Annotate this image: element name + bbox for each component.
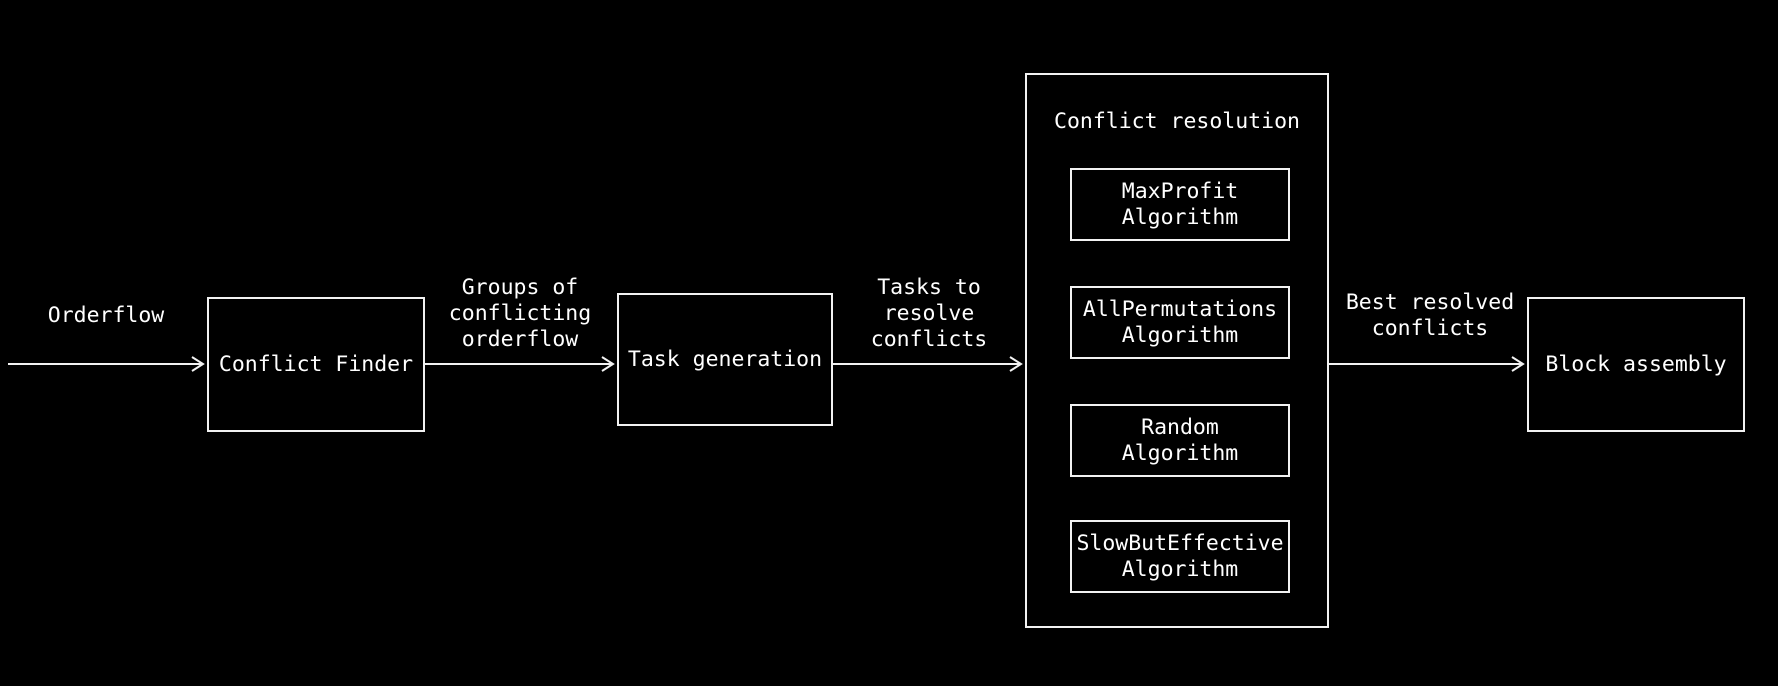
node-block-assembly-label: Block assembly [1545, 351, 1727, 377]
edge-label-groups-of-conflicting-orderflow: Groups of conflicting orderflow [448, 275, 592, 352]
node-maxprofit-algorithm-label: MaxProfit Algorithm [1121, 178, 1239, 230]
node-conflict-finder: Conflict Finder [207, 297, 425, 432]
edge-label-orderflow: Orderflow [47, 303, 165, 328]
edge-label-best-resolved-conflicts: Best resolved conflicts [1345, 290, 1515, 341]
node-task-generation: Task generation [617, 293, 833, 426]
node-allpermutations-algorithm-label: AllPermutations Algorithm [1082, 296, 1278, 348]
group-conflict-resolution-title: Conflict resolution [1054, 109, 1300, 134]
node-block-assembly: Block assembly [1527, 297, 1745, 432]
node-allpermutations-algorithm: AllPermutations Algorithm [1070, 286, 1290, 359]
node-task-generation-label: Task generation [627, 346, 823, 372]
node-random-algorithm-label: Random Algorithm [1121, 414, 1239, 466]
node-conflict-finder-label: Conflict Finder [218, 351, 414, 377]
node-maxprofit-algorithm: MaxProfit Algorithm [1070, 168, 1290, 241]
node-random-algorithm: Random Algorithm [1070, 404, 1290, 477]
node-slowbuteffective-algorithm: SlowButEffective Algorithm [1070, 520, 1290, 593]
node-slowbuteffective-algorithm-label: SlowButEffective Algorithm [1076, 530, 1284, 582]
group-conflict-resolution: Conflict resolution MaxProfit Algorithm … [1025, 73, 1329, 628]
edge-label-tasks-to-resolve-conflicts: Tasks to resolve conflicts [870, 275, 988, 352]
